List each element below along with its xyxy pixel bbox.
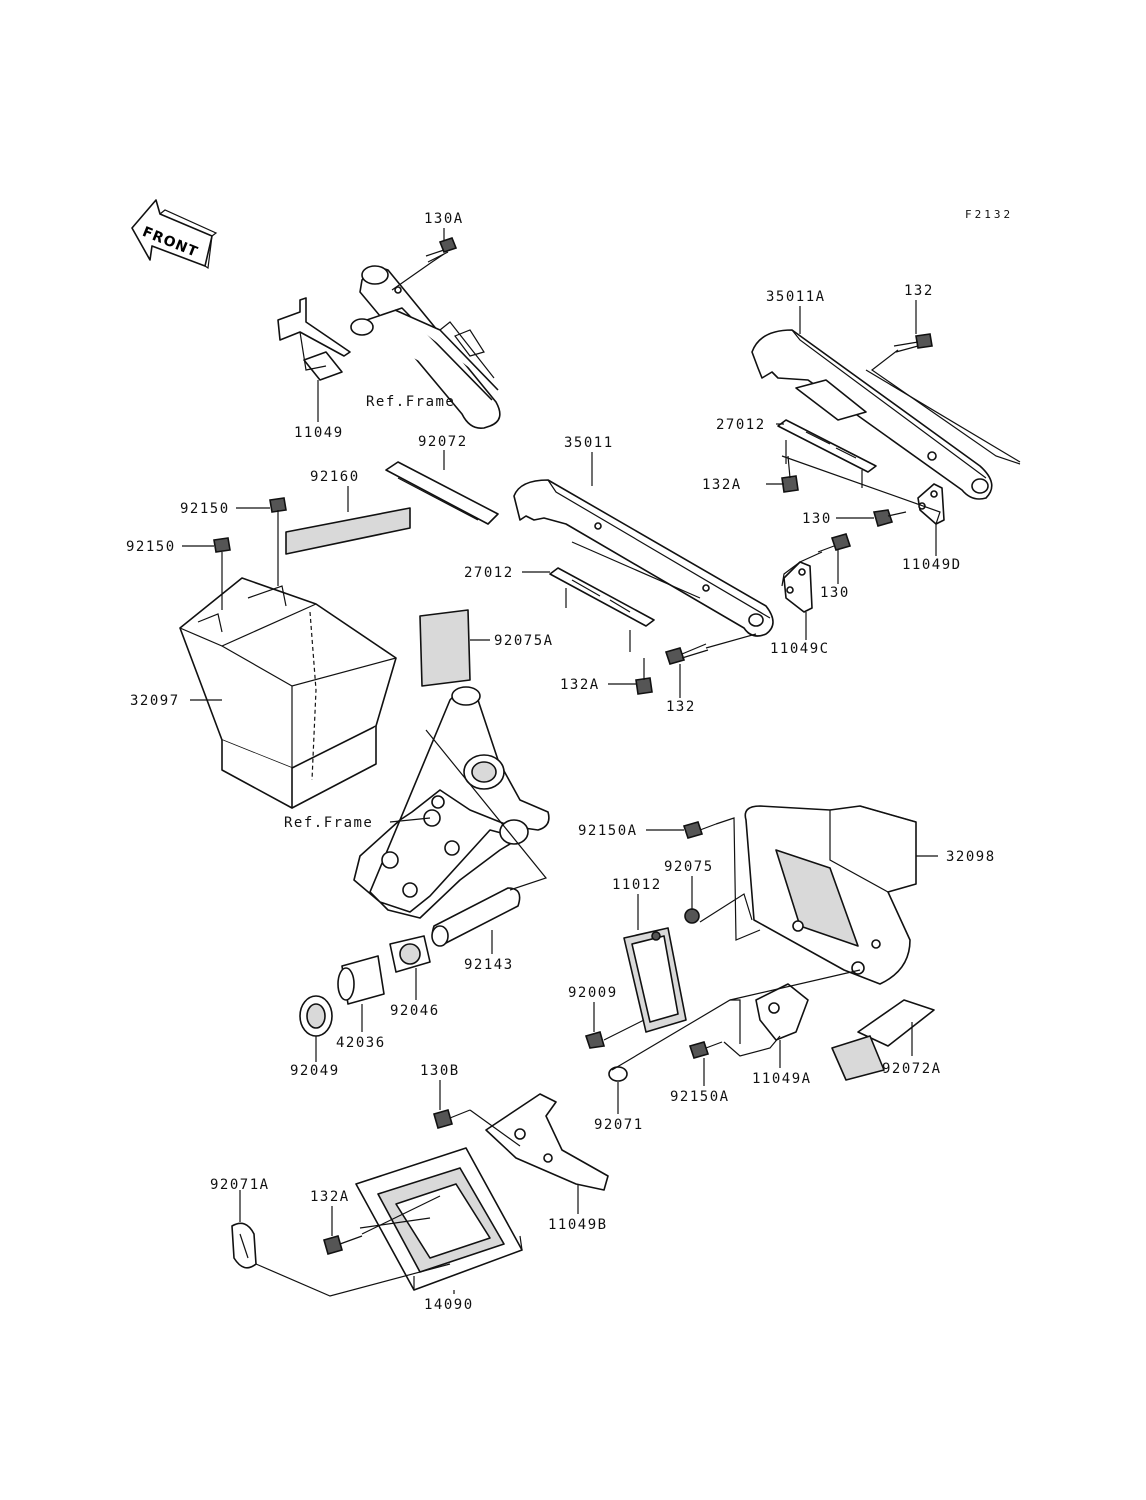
part-label: 92150	[126, 539, 176, 555]
bolt-132A-bottom	[323, 1235, 363, 1255]
part-label: 92072A	[882, 1061, 942, 1077]
bolt-92150-upper	[269, 497, 287, 586]
part-label: 42036	[336, 1035, 386, 1051]
pad-92075A	[419, 609, 471, 687]
frame-pivot-section	[353, 686, 550, 919]
part-label: 27012	[464, 565, 514, 581]
bracket-11049C	[783, 561, 813, 613]
part-label: 92046	[390, 1003, 440, 1019]
bolt-132A-top	[781, 455, 799, 493]
part-label: 92150	[180, 501, 230, 517]
part-label: 11012	[612, 877, 662, 893]
part-label: 92072	[418, 434, 468, 450]
part-label: 35011A	[766, 289, 826, 305]
part-label: 14090	[424, 1297, 474, 1313]
part-label: 11049B	[548, 1217, 608, 1233]
part-label: 132A	[702, 477, 742, 493]
bolt-132-mid	[664, 643, 709, 665]
part-label: Ref.Frame	[284, 815, 374, 831]
chain-cover-35011A	[751, 329, 993, 500]
part-label: 130	[802, 511, 832, 527]
part-label: 92071	[594, 1117, 644, 1133]
part-label: 132	[904, 283, 934, 299]
grommet-92071	[608, 1066, 628, 1082]
battery-holder-32098	[744, 805, 917, 985]
bracket-11049A	[755, 983, 809, 1041]
part-label: 11049C	[770, 641, 830, 657]
bolt-132-top	[893, 333, 933, 353]
figure-code: F2132	[965, 208, 1014, 221]
part-label: 11049D	[902, 557, 962, 573]
part-label: 27012	[716, 417, 766, 433]
part-label: 132A	[310, 1189, 350, 1205]
part-label: 92160	[310, 469, 360, 485]
part-label: 35011	[564, 435, 614, 451]
part-label: 11049	[294, 425, 344, 441]
bolt-92150A-upper	[682, 821, 717, 839]
pivot-parts	[299, 887, 521, 1037]
component-11012	[623, 927, 687, 1033]
part-label: 92009	[568, 985, 618, 1001]
bolt-130A	[425, 237, 458, 263]
bracket-27012-lower	[549, 567, 655, 652]
chain-cover-35011	[513, 479, 774, 637]
bracket-11049B	[485, 1093, 609, 1191]
part-label: 130A	[424, 211, 464, 227]
bolt-92150-lower	[213, 537, 231, 610]
part-label: 132	[666, 699, 696, 715]
part-label: 32098	[946, 849, 996, 865]
frame-rear-section	[350, 265, 501, 430]
part-label: 11049A	[752, 1071, 812, 1087]
part-label: 92150A	[578, 823, 638, 839]
strap-92072	[385, 461, 499, 525]
nut-92075	[684, 908, 700, 924]
part-label: Ref.Frame	[366, 394, 456, 410]
bolt-132A-mid	[635, 658, 653, 695]
bolt-130-top	[872, 509, 907, 527]
part-label: 92150A	[670, 1089, 730, 1105]
bolt-92009	[584, 1019, 645, 1049]
part-label: 92075A	[494, 633, 554, 649]
grommet-92071A	[231, 1222, 257, 1269]
bolt-130B	[433, 1109, 471, 1129]
part-label: 130B	[420, 1063, 460, 1079]
part-label: 132A	[560, 677, 600, 693]
part-label: 32097	[130, 693, 180, 709]
part-label: 92143	[464, 957, 514, 973]
bracket-11049D	[917, 483, 945, 525]
part-label: 92075	[664, 859, 714, 875]
bolt-130-mid	[817, 533, 852, 553]
pad-92160	[285, 507, 411, 555]
bracket-11049	[277, 297, 351, 381]
part-label: 92071A	[210, 1177, 270, 1193]
battery-case-32097	[179, 577, 397, 809]
strap-92072A	[831, 999, 935, 1081]
leader-lines	[182, 228, 1021, 1297]
bracket-27012-top	[777, 419, 877, 488]
case-14090	[355, 1147, 523, 1291]
bolt-92150A-lower	[688, 1041, 723, 1059]
part-label: 130	[820, 585, 850, 601]
front-arrow-icon	[131, 199, 218, 270]
part-label: 92049	[290, 1063, 340, 1079]
